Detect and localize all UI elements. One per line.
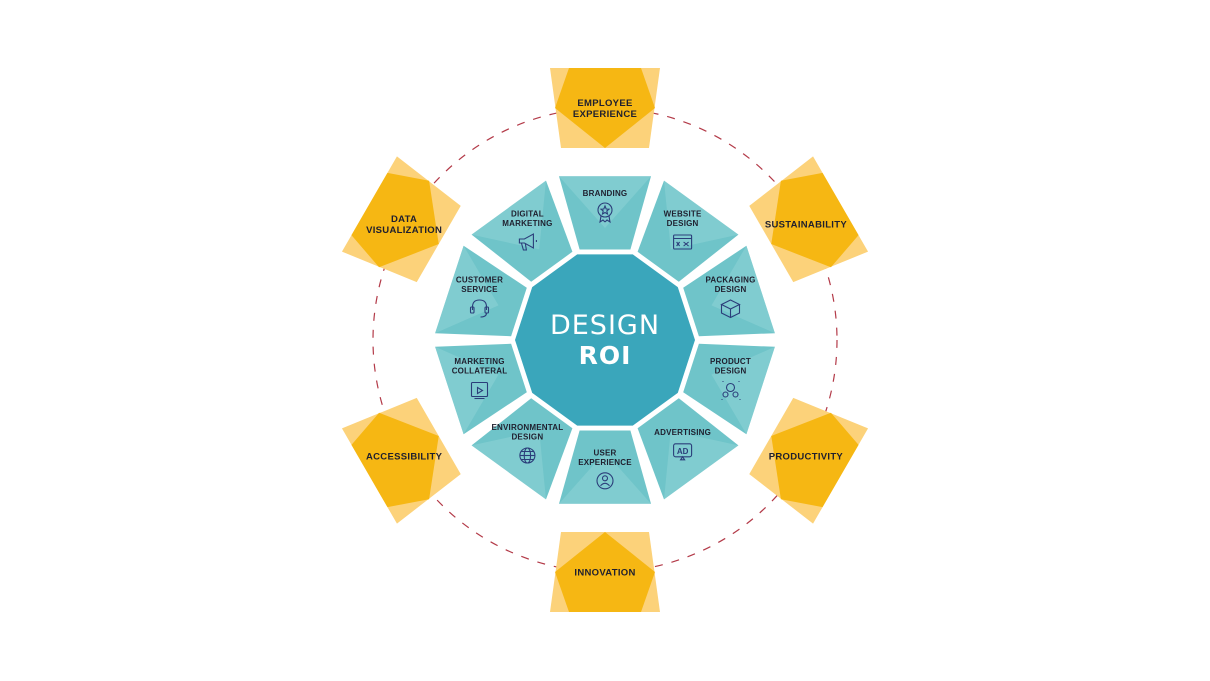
badge-label: EMPLOYEE (577, 98, 632, 109)
box-icon (720, 299, 741, 319)
badge-label: VISUALIZATION (366, 225, 442, 236)
segment-facet (435, 346, 499, 435)
segment-label: BRANDING (583, 189, 628, 198)
user-icon (596, 472, 614, 490)
center-decagon (515, 254, 695, 426)
brochure-icon (470, 381, 489, 400)
badge-dark-shape (351, 412, 439, 508)
segment-label: CUSTOMER (456, 276, 503, 285)
outer-badges: EMPLOYEEEXPERIENCESUSTAINABILITYPRODUCTI… (341, 68, 869, 612)
badge-shape (341, 397, 461, 524)
segment-label: DESIGN (511, 433, 543, 442)
segment-label: DESIGN (715, 285, 747, 294)
badge-label: PRODUCTIVITY (769, 452, 844, 463)
badge-shape (341, 156, 461, 283)
badge-productivity: PRODUCTIVITY (749, 397, 869, 524)
svg-text:AD: AD (677, 447, 689, 456)
segment-label: MARKETING (502, 219, 552, 228)
segment-facet (559, 452, 651, 504)
segment-branding: BRANDING (559, 176, 651, 250)
segment-label: ADVERTISING (654, 428, 711, 437)
badge-dark-shape (555, 532, 655, 612)
megaphone-icon (518, 233, 537, 251)
segment-label: WEBSITE (664, 210, 702, 219)
badge-shape (550, 68, 660, 148)
badge-dark-shape (351, 172, 439, 268)
ad-icon: AD (673, 443, 693, 461)
badge-label: SUSTAINABILITY (765, 220, 847, 231)
badge-innovation: INNOVATION (550, 532, 660, 612)
headset-icon (469, 299, 490, 318)
segment-label: ENVIRONMENTAL (492, 423, 564, 432)
badge-label: INNOVATION (574, 568, 635, 579)
badge-label: DATA (391, 214, 417, 225)
badge-shape (749, 397, 869, 524)
badge-label: ACCESSIBILITY (366, 452, 443, 463)
segment-facet (471, 180, 546, 250)
badge-dark-shape (771, 172, 859, 268)
segment-facet (711, 346, 775, 435)
segment-facet (435, 245, 499, 334)
segment-advertising: ADVERTISING AD (637, 398, 739, 500)
center-title-line1: DESIGN (550, 310, 660, 341)
segment-label: COLLATERAL (452, 367, 508, 376)
center-hub: DESIGN ROI (515, 254, 695, 426)
segment-label: MARKETING (454, 357, 504, 366)
segment-label: PRODUCT (710, 357, 751, 366)
segment-label: PACKAGING (705, 276, 755, 285)
badge-sustainability: SUSTAINABILITY (749, 156, 869, 283)
badge-label: EXPERIENCE (573, 109, 637, 120)
segment-label: DESIGN (715, 367, 747, 376)
segment-label: SERVICE (461, 285, 498, 294)
center-title-line2: ROI (579, 341, 632, 370)
website-icon (673, 234, 693, 250)
badge-dark-shape (555, 68, 655, 148)
segment-label: USER (593, 448, 616, 457)
badge-shape (550, 532, 660, 612)
segment-label: DESIGN (667, 219, 699, 228)
badge-shape (749, 156, 869, 283)
product-icon (721, 380, 741, 401)
badge-accessibility: ACCESSIBILITY (341, 397, 461, 524)
segment-facet (664, 430, 739, 500)
segment-facet (559, 176, 651, 228)
segment-label: EXPERIENCE (578, 458, 632, 467)
award-badge-icon (597, 202, 613, 224)
segment-facet (711, 245, 775, 334)
badge-dark-shape (771, 412, 859, 508)
segment-facet (664, 180, 739, 250)
globe-icon (519, 447, 536, 464)
segment-label: DIGITAL (511, 210, 544, 219)
inner-segments: BRANDINGWEBSITEDESIGNPACKAGINGDESIGNPROD… (435, 176, 775, 504)
